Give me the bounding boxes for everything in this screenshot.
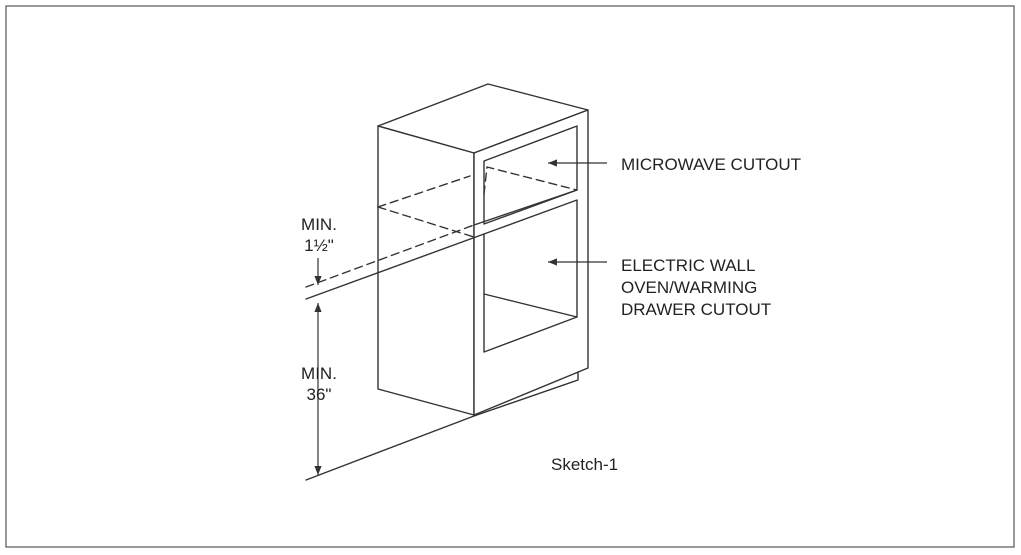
label-oven-line1: ELECTRIC WALL (621, 256, 755, 275)
label-microwave-cutout: MICROWAVE CUTOUT (621, 155, 801, 174)
label-min-bottom-2: 36" (307, 385, 332, 404)
reference-line-lower (305, 233, 485, 300)
label-oven-line2: OVEN/WARMING (621, 278, 757, 297)
label-min-bottom-1: MIN. (301, 364, 337, 383)
microwave-interior-dashed (483, 166, 578, 195)
label-min-top-2: 1½" (304, 236, 334, 255)
toe-kick (473, 371, 579, 417)
label-min-top-1: MIN. (301, 215, 337, 234)
cabinet-front-face (473, 109, 589, 416)
label-sketch: Sketch-1 (551, 455, 618, 474)
outer-border (5, 5, 1015, 548)
hidden-line-side (377, 206, 475, 238)
floor-line (305, 415, 475, 481)
reference-line-upper-dashed (305, 224, 475, 288)
label-oven-line3: DRAWER CUTOUT (621, 300, 771, 319)
oven-interior-line (483, 293, 578, 318)
cabinet-side-face (377, 125, 475, 416)
reference-line-upper (473, 189, 578, 226)
hidden-line-back (377, 175, 471, 208)
